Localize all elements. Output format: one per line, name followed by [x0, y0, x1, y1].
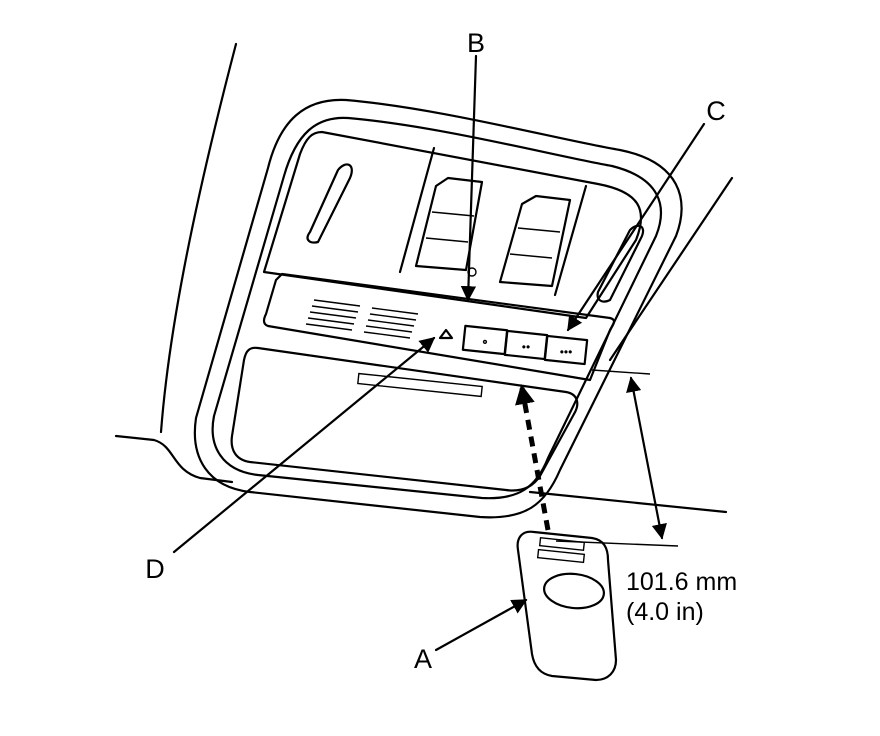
bin-latch-slot — [357, 372, 483, 398]
transmit-arrow — [515, 384, 551, 531]
right-map-light — [596, 224, 645, 303]
label-a: A — [414, 644, 432, 674]
button-strip: • •• ••• — [262, 272, 616, 382]
button-3-dots: ••• — [560, 345, 573, 359]
leader-a — [434, 598, 528, 652]
leader-c — [566, 122, 706, 332]
button-2-dots: •• — [522, 340, 530, 354]
homelink-indicator-icon — [438, 328, 454, 340]
transmitter-button — [543, 572, 605, 610]
dimension-metric: 101.6 mm — [626, 568, 737, 596]
label-c: C — [706, 96, 726, 126]
remote-transmitter — [516, 530, 618, 682]
left-map-light — [306, 163, 353, 244]
speaker-grille — [305, 299, 419, 339]
label-b: B — [467, 28, 485, 58]
button-1-dots: • — [483, 335, 487, 349]
label-d: D — [145, 554, 165, 584]
leader-d — [172, 336, 436, 554]
dimension-line — [555, 369, 679, 547]
homelink-button-3[interactable] — [543, 334, 589, 366]
lower-compartment — [230, 346, 579, 492]
upper-compartment — [262, 130, 645, 320]
left-switch — [414, 176, 484, 272]
dimension-imperial: (4.0 in) — [626, 598, 704, 626]
headliner-lines — [114, 42, 734, 514]
leader-b — [460, 54, 478, 302]
leader-lines — [172, 54, 706, 652]
right-switch — [498, 194, 572, 288]
